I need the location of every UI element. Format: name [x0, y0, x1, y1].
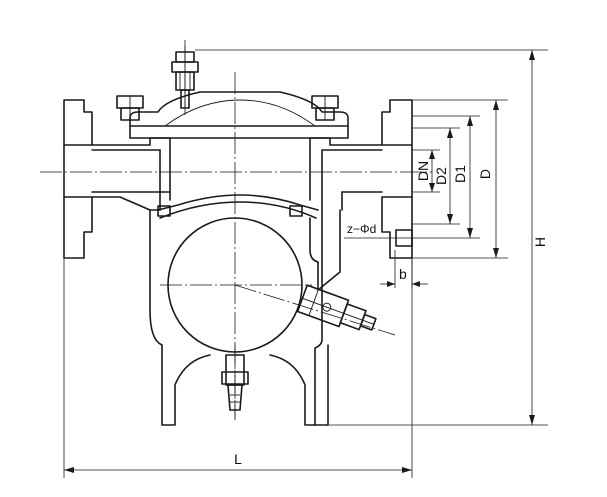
dim-d2: D2	[412, 127, 460, 225]
dim-d1: D1	[412, 115, 480, 239]
cover-bolt-right-icon	[311, 95, 339, 121]
valve-seat-icon	[296, 284, 377, 331]
dim-bolt-holes: z−Φd	[344, 222, 412, 239]
center-lines	[40, 40, 432, 420]
dim-dn-label: DN	[415, 161, 431, 181]
dim-l-label: L	[234, 451, 242, 467]
dim-h: H	[195, 49, 548, 426]
dim-dn: DN	[412, 149, 440, 193]
dim-d-label: D	[477, 169, 493, 179]
dim-l: L	[63, 258, 413, 478]
dim-d: D	[412, 99, 508, 259]
dim-d1-label: D1	[452, 165, 468, 183]
cover-bolt-left-icon	[116, 95, 144, 121]
dim-b-label: b	[399, 266, 407, 282]
bolt-holes-label: z−Φd	[347, 222, 376, 236]
dim-b: b	[380, 250, 428, 288]
dim-h-label: H	[532, 237, 548, 247]
dim-d2-label: D2	[433, 167, 449, 185]
